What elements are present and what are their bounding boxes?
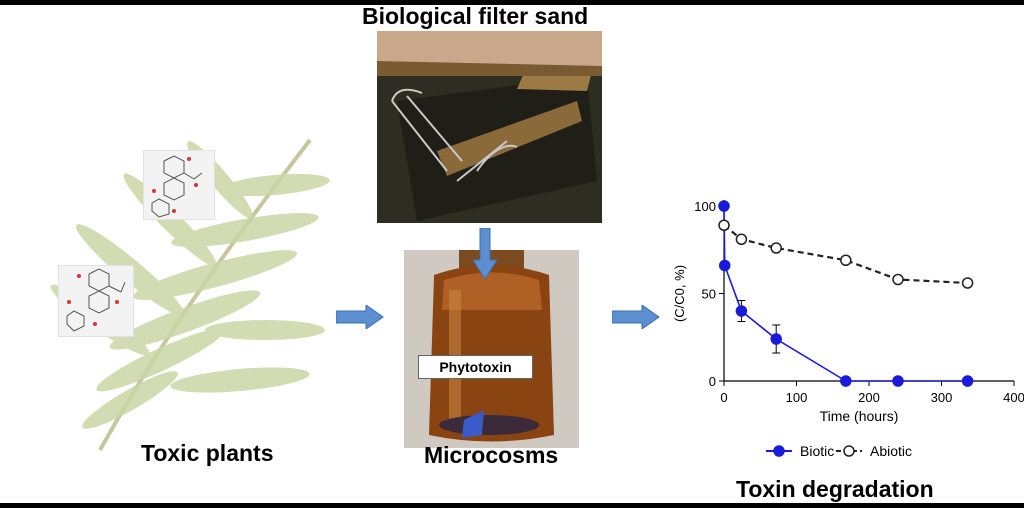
filter-sand-title: Biological filter sand <box>362 3 589 29</box>
data-point-biotic <box>961 375 974 387</box>
series-line-abiotic <box>723 224 968 285</box>
series-line-biotic <box>723 205 968 382</box>
data-point-biotic <box>735 305 748 317</box>
molecule-structure-1 <box>143 150 215 220</box>
right-arrow-2 <box>612 305 660 329</box>
data-point-biotic <box>718 259 731 272</box>
x-tick-label: 200 <box>858 390 880 405</box>
data-point-abiotic <box>840 254 852 266</box>
molecule-structure-2 <box>58 265 134 337</box>
data-point-abiotic <box>961 277 974 289</box>
legend-marker-biotic <box>773 445 785 457</box>
x-axis-title: Time (hours) <box>820 408 899 424</box>
down-arrow <box>473 228 497 280</box>
data-point-abiotic <box>770 242 782 254</box>
filter-sand-photo <box>377 31 602 223</box>
legend-label-abiotic: Abiotic <box>870 443 912 459</box>
x-tick-label: 100 <box>786 390 808 405</box>
right-arrow-1 <box>336 305 384 329</box>
data-point-abiotic <box>735 233 748 245</box>
y-tick-label: 50 <box>702 287 716 302</box>
phytotoxin-label: Phytotoxin <box>418 355 533 379</box>
fern-illustration <box>50 138 330 451</box>
data-point-abiotic <box>718 219 730 231</box>
data-point-biotic <box>840 375 852 387</box>
legend-label-biotic: Biotic <box>800 443 834 459</box>
microcosm-jar-photo <box>404 250 579 448</box>
data-point-biotic <box>770 333 782 345</box>
x-tick-label: 400 <box>1003 390 1024 405</box>
data-point-biotic <box>718 200 730 212</box>
y-axis-title: (C/C0, %) <box>672 265 687 322</box>
y-tick-label: 100 <box>694 199 716 214</box>
data-point-abiotic <box>892 273 904 286</box>
y-tick-label: 0 <box>709 374 716 389</box>
x-tick-label: 0 <box>720 390 727 405</box>
top-border <box>0 0 1024 5</box>
legend-marker-abiotic <box>843 445 855 457</box>
x-tick-label: 300 <box>931 390 953 405</box>
bottom-border <box>0 503 1024 508</box>
microcosms-label: Microcosms <box>424 442 559 468</box>
toxin-degradation-label: Toxin degradation <box>736 476 934 502</box>
data-point-biotic <box>892 375 904 387</box>
toxic-plants-label: Toxic plants <box>141 440 274 466</box>
